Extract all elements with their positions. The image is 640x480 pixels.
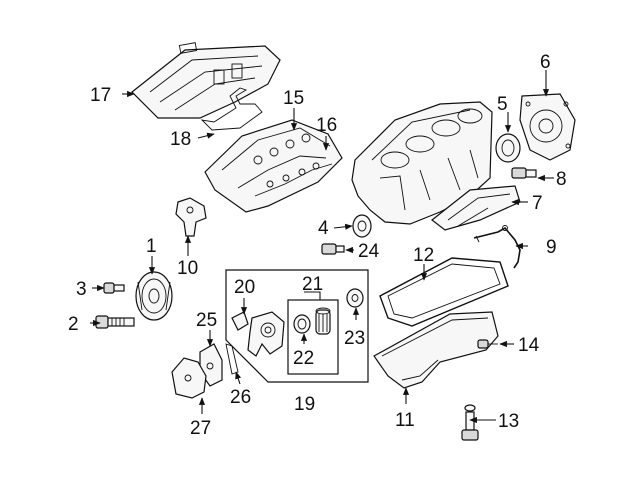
callout-16: 16 [316, 115, 337, 136]
oil-filter-housing-part [247, 311, 285, 357]
callout-20: 20 [234, 277, 255, 298]
callout-9: 9 [546, 237, 557, 258]
bolt-part-14 [477, 339, 498, 349]
engine-cover-part [131, 42, 281, 119]
callout-6: 6 [540, 52, 551, 73]
callout-24: 24 [358, 241, 380, 262]
callout-26: 26 [230, 387, 251, 408]
drain-plug-part [461, 404, 479, 441]
callout-14: 14 [518, 335, 540, 356]
callout-15: 15 [283, 88, 304, 109]
callout-21: 21 [302, 274, 323, 295]
leader-lines [90, 70, 554, 424]
callout-13: 13 [498, 411, 519, 432]
sensor-part-8 [511, 167, 537, 179]
filter-cap-part [346, 288, 364, 308]
sensor-part-10 [175, 197, 207, 237]
callout-27: 27 [190, 418, 211, 439]
valve-cover-part [204, 119, 343, 213]
bolt-part-2 [95, 315, 135, 329]
cover-gasket-part [200, 87, 263, 131]
gasket-part-26 [225, 343, 239, 375]
callout-3: 3 [76, 279, 87, 300]
callout-2: 2 [68, 314, 79, 335]
rear-cover-part [519, 93, 576, 161]
callout-19: 19 [294, 394, 315, 415]
part-group-19-frame [225, 269, 369, 383]
gasket-part-20 [231, 311, 249, 331]
rear-seal-part [495, 133, 521, 163]
callout-22: 22 [293, 348, 314, 369]
callout-12: 12 [413, 245, 434, 266]
part-group-21-frame [287, 299, 339, 375]
dipstick-tube-part [473, 225, 521, 269]
callout-4: 4 [318, 218, 329, 239]
sensor-part-24 [321, 243, 345, 255]
callout-labels: 1 2 3 4 5 6 7 8 9 10 11 12 13 14 15 16 1… [68, 52, 567, 439]
crank-pulley-part [135, 271, 173, 321]
callout-18: 18 [170, 129, 191, 150]
bolt-part-3 [103, 282, 125, 294]
callout-5: 5 [497, 94, 508, 115]
callout-10: 10 [177, 258, 198, 279]
callout-23: 23 [344, 328, 365, 349]
oil-pan-part [373, 311, 499, 389]
front-seal-part [352, 214, 372, 238]
bracket-part-27 [171, 357, 207, 399]
callout-17: 17 [90, 85, 111, 106]
callout-1: 1 [146, 236, 157, 257]
callout-8: 8 [556, 169, 567, 190]
callout-7: 7 [532, 193, 543, 214]
oil-pan-gasket-part [379, 257, 509, 327]
callout-25: 25 [196, 310, 217, 331]
oil-filter-part [293, 307, 331, 335]
callout-11: 11 [395, 410, 415, 431]
